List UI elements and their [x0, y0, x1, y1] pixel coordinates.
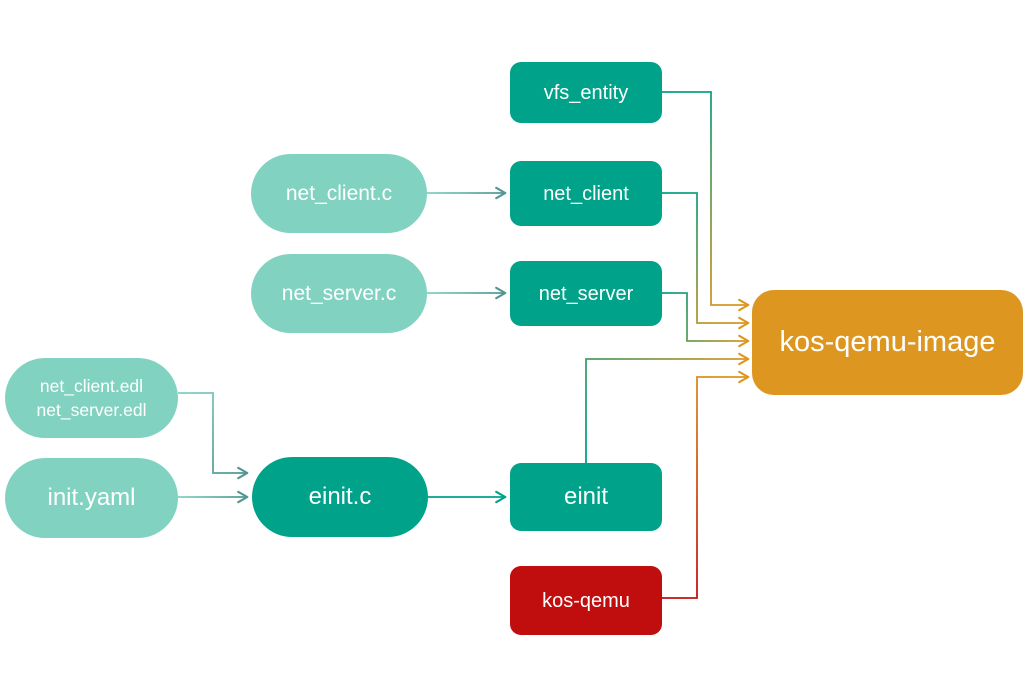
node-net-client-c: net_client.c: [251, 154, 427, 233]
node-label: vfs_entity: [543, 81, 629, 104]
node-einit-c: einit.c: [252, 457, 428, 537]
node-label: net_server: [538, 282, 634, 305]
node-vfs-entity: vfs_entity: [510, 62, 662, 123]
node-net-client: net_client: [510, 161, 662, 226]
edge-net_client-to-kos_qemu_image: [662, 192, 750, 330]
edge-vfs_entity-to-kos_qemu_image: [662, 91, 750, 312]
edl-line-2: net_server.edl: [36, 400, 147, 420]
node-kos-qemu-image: kos-qemu-image: [752, 290, 1023, 395]
edge-kos_qemu-to-kos_qemu_image: [662, 370, 750, 599]
node-label: net_client.edl net_server.edl: [37, 374, 147, 423]
node-label: einit: [563, 483, 609, 511]
node-einit: einit: [510, 463, 662, 531]
node-kos-qemu: kos-qemu: [510, 566, 662, 635]
node-label: net_client.c: [285, 181, 393, 205]
node-label: einit.c: [308, 483, 372, 511]
node-label: kos-qemu: [542, 589, 630, 612]
node-net-server-c: net_server.c: [251, 254, 427, 333]
node-label: init.yaml: [47, 484, 136, 512]
node-init-yaml: init.yaml: [5, 458, 178, 538]
node-net-server: net_server: [510, 261, 662, 326]
node-label: net_server.c: [281, 281, 397, 305]
edl-line-1: net_client.edl: [39, 375, 144, 396]
node-label: kos-qemu-image: [779, 325, 996, 358]
edge-einit-to-kos_qemu_image: [585, 352, 750, 463]
node-label: net_client: [543, 182, 629, 205]
edge-edl-to-einit_c: [178, 392, 249, 480]
node-edl-files: net_client.edl net_server.edl: [5, 358, 178, 438]
edge-net_server-to-kos_qemu_image: [662, 292, 750, 348]
